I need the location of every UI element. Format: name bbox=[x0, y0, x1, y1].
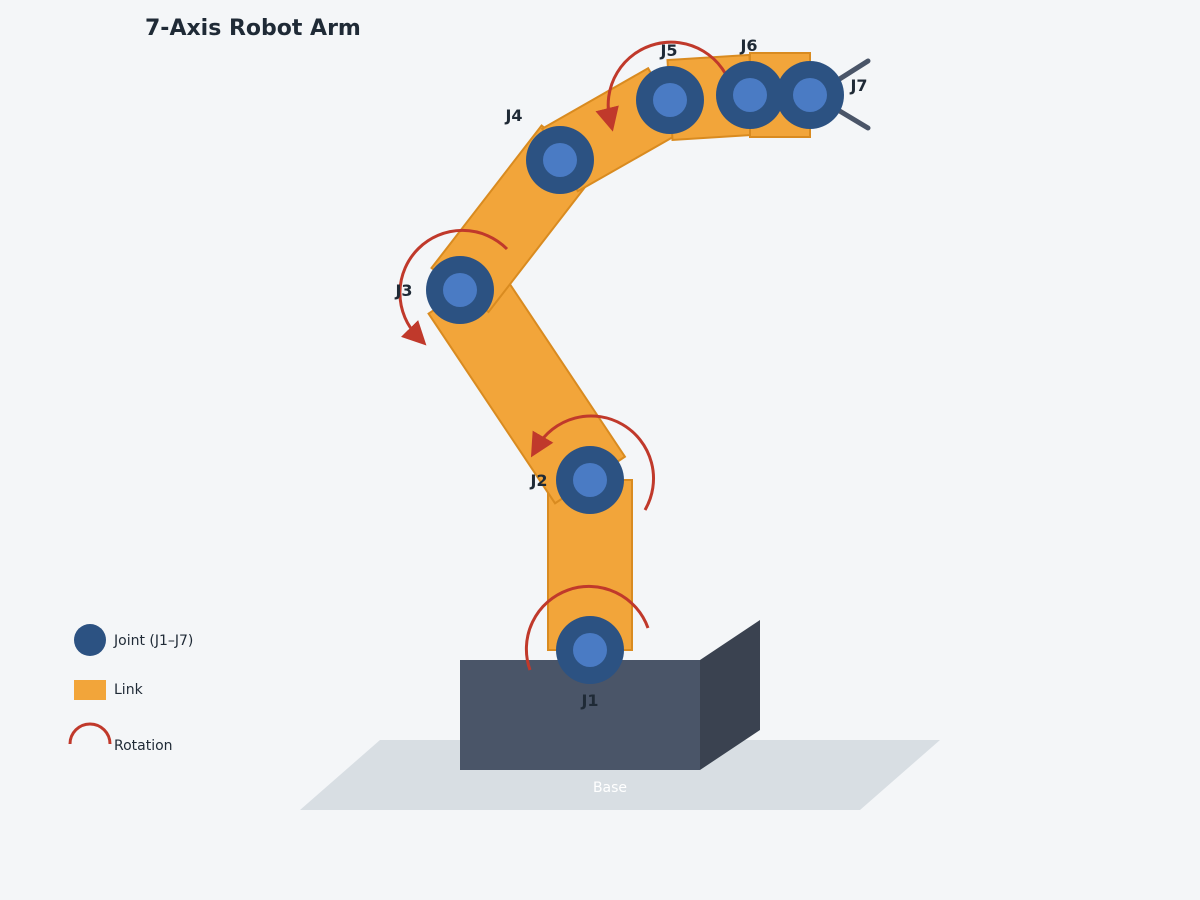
joint-label-j2: J2 bbox=[529, 471, 547, 490]
legend-item-link: Link bbox=[74, 680, 144, 700]
rotation-arc-j2 bbox=[530, 414, 656, 511]
legend-rotation-label: Rotation bbox=[114, 738, 173, 754]
legend-item-joint: Joint (J1–J7) bbox=[74, 624, 193, 656]
legend-rotation-swatch bbox=[68, 722, 112, 745]
joint-j3 bbox=[426, 256, 494, 324]
rotation-arcs bbox=[398, 40, 734, 671]
joint-label-j7: J7 bbox=[849, 76, 867, 95]
links bbox=[427, 52, 811, 651]
joint-j4 bbox=[526, 126, 594, 194]
rotation-arc-j5 bbox=[595, 40, 734, 132]
joint-label-j3: J3 bbox=[394, 281, 412, 300]
joint-label-j1: J1 bbox=[580, 691, 598, 710]
joint-j6 bbox=[716, 61, 784, 129]
joint-j5 bbox=[636, 66, 704, 134]
rotation-arc-j3 bbox=[398, 228, 509, 346]
joint-labels: J1 J2 J3 J4 J5 J6 J7 bbox=[394, 36, 867, 710]
legend-item-rotation: Rotation bbox=[68, 722, 173, 754]
legend: Joint (J1–J7) Link Rotation bbox=[68, 624, 193, 754]
gripper-finger-top bbox=[835, 58, 871, 83]
joint-label-j5: J5 bbox=[659, 41, 677, 60]
joint-j7 bbox=[776, 61, 844, 129]
legend-joint-label: Joint (J1–J7) bbox=[113, 633, 193, 649]
rotation-arc-j1 bbox=[524, 584, 650, 671]
joints bbox=[426, 61, 844, 684]
legend-link-swatch bbox=[74, 680, 106, 700]
base-side bbox=[700, 620, 760, 770]
gripper bbox=[835, 58, 871, 131]
gripper-finger-bottom bbox=[835, 107, 871, 131]
legend-link-label: Link bbox=[114, 682, 144, 698]
joint-j1 bbox=[556, 616, 624, 684]
joint-label-j4: J4 bbox=[504, 106, 522, 125]
joint-j2 bbox=[556, 446, 624, 514]
base-label: Base bbox=[593, 780, 627, 796]
joint-label-j6: J6 bbox=[739, 36, 757, 55]
legend-joint-swatch bbox=[74, 624, 106, 656]
diagram-title: 7-Axis Robot Arm bbox=[145, 16, 361, 41]
